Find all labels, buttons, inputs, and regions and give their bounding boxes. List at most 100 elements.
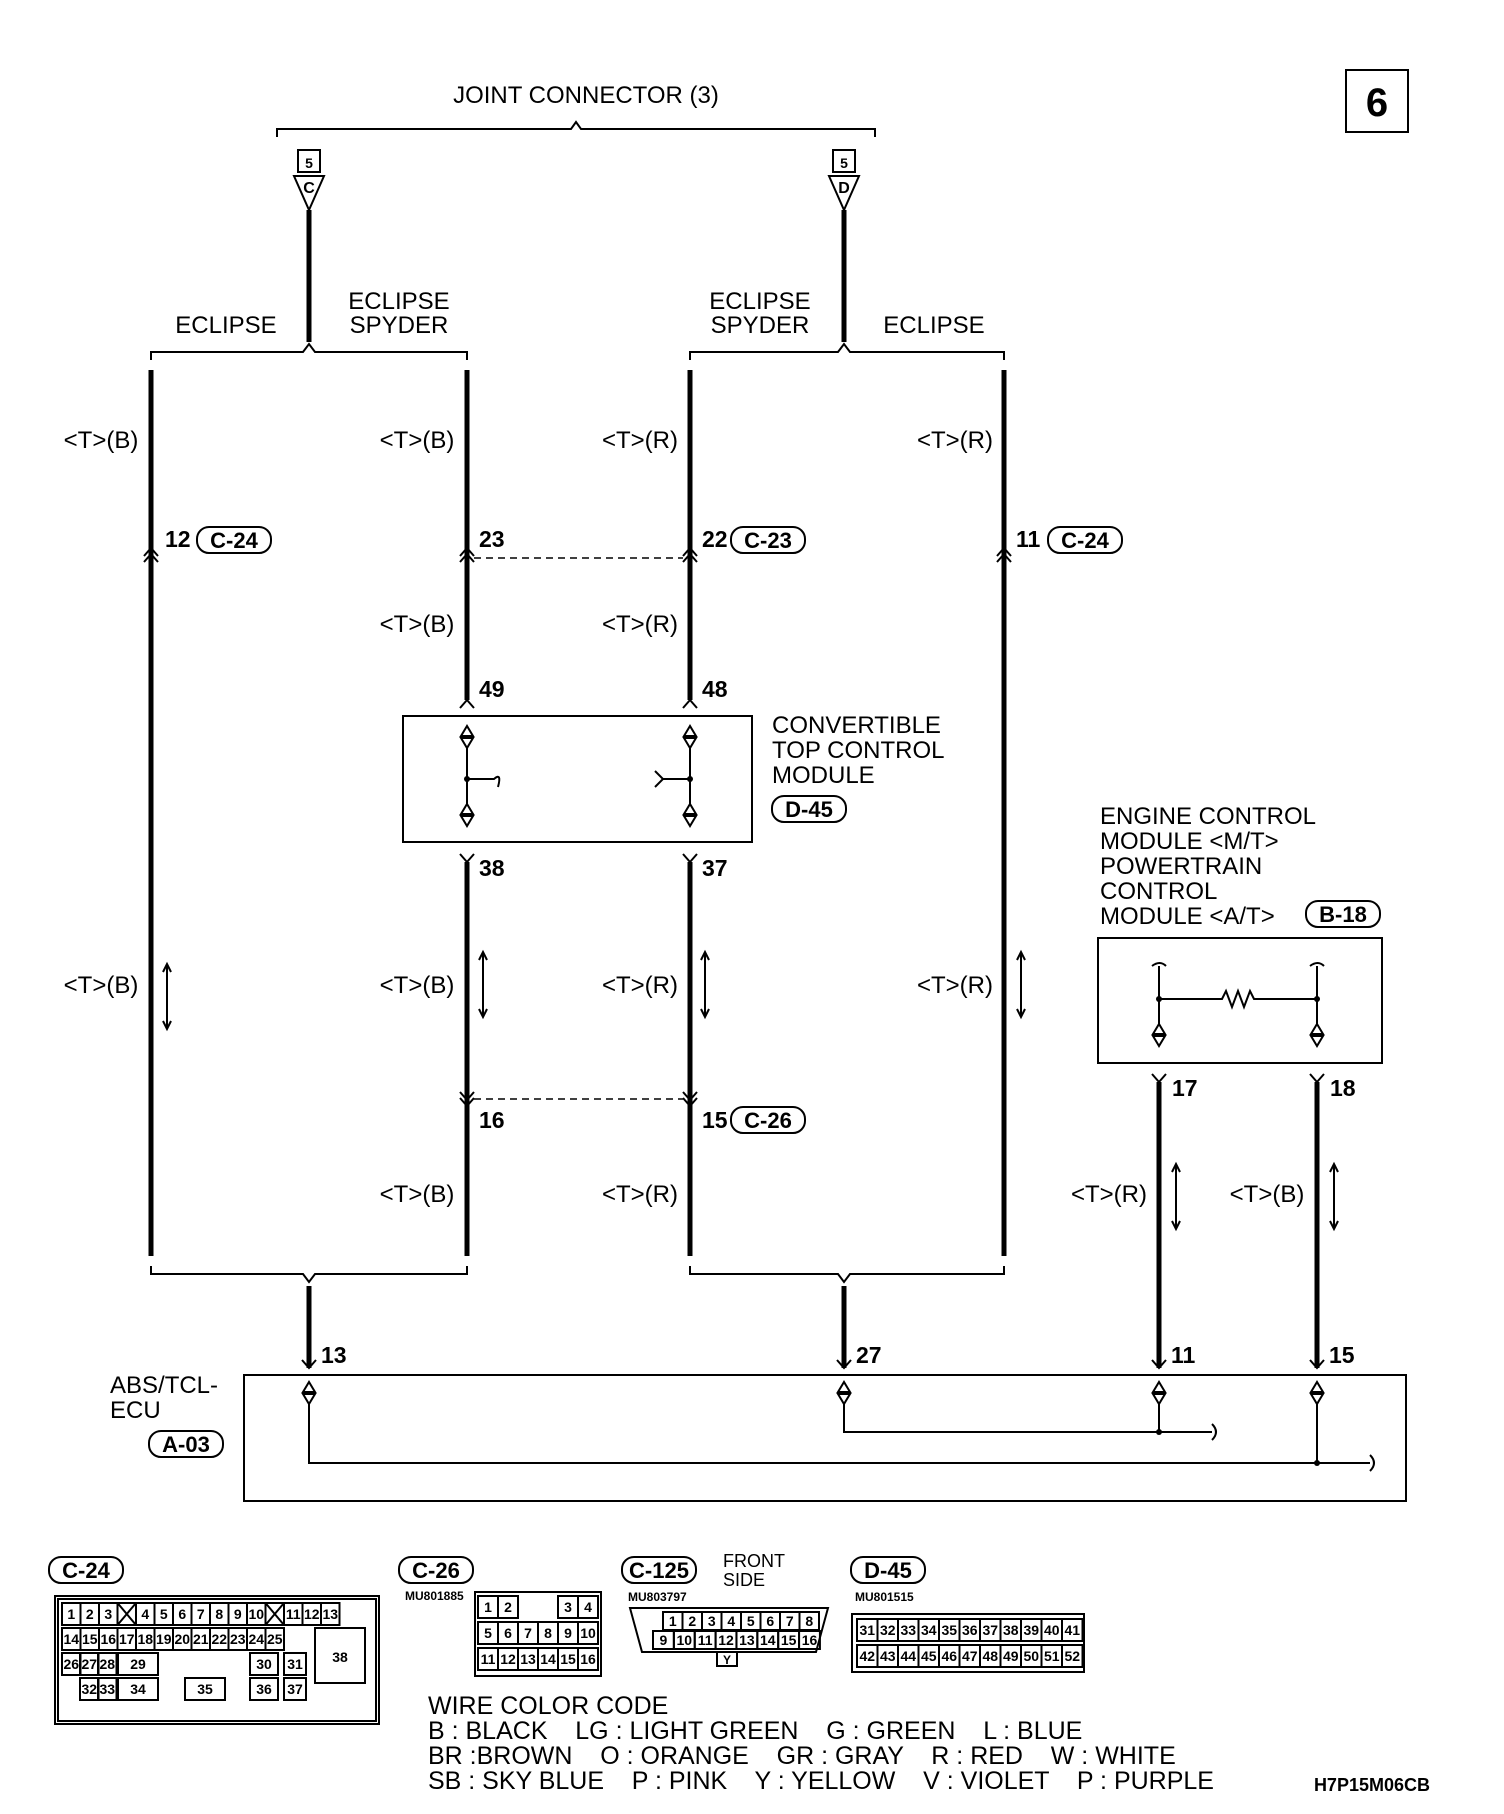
connector-cell-label: 10 [248,1606,264,1622]
pin-12: 12 [165,526,191,552]
engine-stub-right [1309,962,1325,967]
label-tr-4: <T>(R) [602,972,678,999]
term-15b [1309,1359,1325,1370]
connector-cell-label: 44 [900,1648,916,1664]
conn-c24-a-badge [196,526,272,554]
module-term-48-in [682,724,698,750]
term-37 [682,853,698,864]
connector-cell-label: 15 [781,1632,797,1648]
convertible-label-1: CONVERTIBLE [772,712,941,739]
connector-cell-label: 3 [104,1606,112,1622]
connector-cell-label: 47 [962,1648,978,1664]
pin-15: 15 [702,1107,728,1133]
connector-cell-label: 19 [156,1631,172,1647]
abs-line-13 [308,1404,1370,1464]
label-tr-7: <T>(R) [1071,1181,1147,1208]
joint-left-terminal [292,175,326,213]
connector-cell-label: 32 [880,1622,896,1638]
connector-cell-label: 16 [802,1632,818,1648]
connector-cell-label: 7 [786,1613,794,1629]
conn-c26-legend-badge [398,1556,474,1584]
variant-spyder-left-2: SPYDER [350,312,449,339]
connector-cell-label: 34 [921,1622,937,1638]
connector-cell-label: 41 [1064,1622,1080,1638]
module-stub-right [654,770,690,788]
connector-cell-label: 4 [141,1606,149,1622]
top-brace-right [689,342,1005,360]
connector-cell-label: 7 [524,1625,532,1641]
connector-cell-label: 2 [86,1606,94,1622]
connector-cell-label: 43 [880,1648,896,1664]
connector-cell [97,1677,118,1701]
term-18 [1309,1073,1325,1084]
connector-cell-label: 40 [1044,1622,1060,1638]
connector-cell-label: 1 [669,1613,677,1629]
pin-38: 38 [479,855,505,881]
connector-cell-label: 5 [160,1606,168,1622]
d45-connector-diagram [851,1613,1085,1673]
page-number-box [1345,69,1409,133]
variant-eclipse-left: ECLIPSE [175,312,276,339]
wire-color-code-line3: SB : SKY BLUE P : PINK Y : YELLOW V : VI… [428,1767,1214,1795]
conn-c26-legend: C-26 [412,1558,460,1583]
label-tb-1: <T>(B) [64,427,139,454]
term-17 [1151,1073,1167,1084]
arrow-bidir-2 [478,949,488,1020]
connector-cell-label: 12 [500,1651,516,1667]
connector-cell-label: 13 [739,1632,755,1648]
junction-22 [682,546,698,563]
pin-11: 11 [1016,526,1041,552]
connector-cell-label: 1 [67,1606,75,1622]
connector-cell-label: 28 [99,1656,115,1672]
connector-cell [117,1652,159,1676]
figure-code: H7P15M06CB [1314,1775,1430,1795]
bottom-brace-right [689,1266,1005,1284]
joint-right-terminal [827,175,861,213]
pin-13: 13 [321,1342,347,1368]
engine-term-17-in [1151,1022,1167,1048]
connector-cell-label: 33 [99,1681,115,1697]
connector-cell-label: 14 [63,1631,79,1647]
conn-c24-b: C-24 [1061,528,1109,553]
connector-cell-label: 50 [1023,1648,1039,1664]
label-tb-5: <T>(B) [380,972,455,999]
term-48 [682,698,698,709]
connector-cell-label: 36 [256,1681,272,1697]
junction-15 [682,1091,698,1108]
abs-line-27 [843,1404,1212,1433]
pin-49: 49 [479,676,505,702]
variant-eclipse-right: ECLIPSE [883,312,984,339]
term-38 [459,853,475,864]
label-tr-6: <T>(R) [602,1181,678,1208]
connector-cell-label: 18 [137,1631,153,1647]
resistor-icon [1159,988,1317,1010]
connector-cell-label: 25 [267,1631,283,1647]
conn-c23-badge [730,526,806,554]
connector-cell-label: 20 [174,1631,190,1647]
abs-label-2: ECU [110,1397,161,1424]
term-27 [836,1359,852,1370]
connector-cell-blank [116,1602,137,1626]
conn-c24-legend-badge [48,1556,124,1584]
conn-c125-legend-badge [621,1556,697,1584]
connector-cell-label: 15 [82,1631,98,1647]
connector-cell-blank [264,1602,285,1626]
top-brace-left [150,342,468,360]
connector-cell [577,1621,599,1645]
variant-spyder-right-2: SPYDER [711,312,810,339]
connector-cell-label: 29 [130,1656,146,1672]
connector-cell-label: 37 [287,1681,303,1697]
label-tb-6: <T>(B) [380,1181,455,1208]
joint-left-pin: 5 [305,155,313,171]
connector-cell-label: 36 [962,1622,978,1638]
pin-22: 22 [702,526,728,552]
conn-a03-badge [148,1430,224,1458]
connector-cell-label: 35 [197,1681,213,1697]
convertible-label-2: TOP CONTROL [772,737,944,764]
connector-cell-label: 14 [540,1651,556,1667]
joint-right-pin-box [832,149,856,173]
